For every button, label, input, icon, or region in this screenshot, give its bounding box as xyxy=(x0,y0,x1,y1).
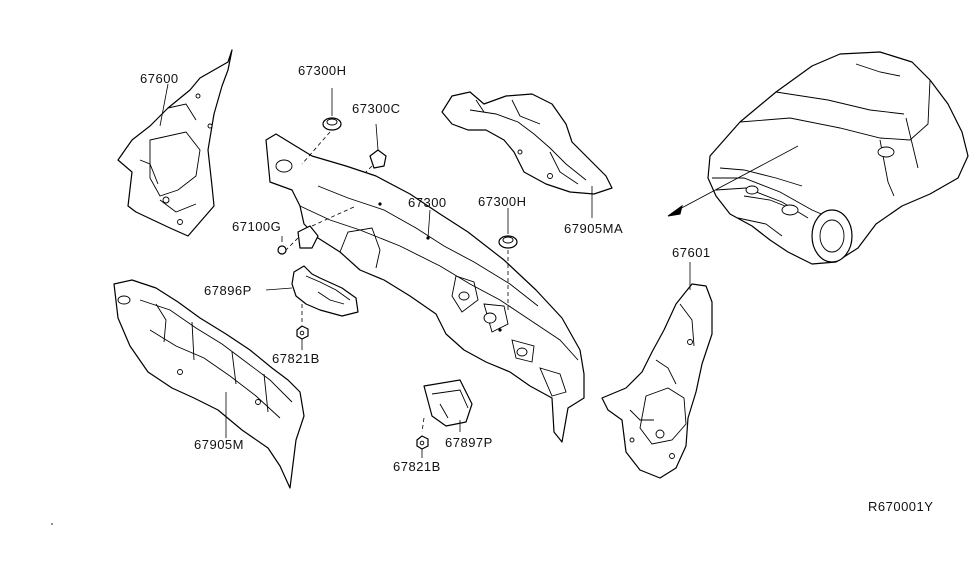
label-67600: 67600 xyxy=(140,71,179,86)
label-67300: 67300 xyxy=(408,195,447,210)
label-67821B-left: 67821B xyxy=(272,351,320,366)
part-67600-left-side-panel xyxy=(117,49,233,237)
diagram-reference-id: R670001Y xyxy=(868,499,934,514)
label-67905MA: 67905MA xyxy=(564,221,624,236)
part-67905M-insulator xyxy=(113,279,305,489)
part-67896P-bracket xyxy=(265,265,359,322)
label-67897P: 67897P xyxy=(445,435,493,450)
label-67300H-top: 67300H xyxy=(298,63,347,78)
part-67601-right-side-panel xyxy=(601,262,713,479)
part-67300H-top-clip xyxy=(322,88,342,131)
vehicle-illustration xyxy=(667,51,969,265)
part-67821B-nut-bottom xyxy=(416,435,429,458)
label-67905M: 67905M xyxy=(194,437,244,452)
label-67300C: 67300C xyxy=(352,101,401,116)
part-67905MA-insulator xyxy=(441,91,613,218)
label-67601: 67601 xyxy=(672,245,711,260)
label-67896P: 67896P xyxy=(204,283,252,298)
label-67300H-mid: 67300H xyxy=(478,194,527,209)
part-67821B-nut-left xyxy=(296,325,309,350)
label-67821B-bottom: 67821B xyxy=(393,459,441,474)
label-67100G: 67100G xyxy=(232,219,282,234)
part-67100G-bolt xyxy=(277,205,357,255)
part-67897P-bracket xyxy=(421,379,473,433)
part-67300H-mid-clip xyxy=(498,208,518,310)
